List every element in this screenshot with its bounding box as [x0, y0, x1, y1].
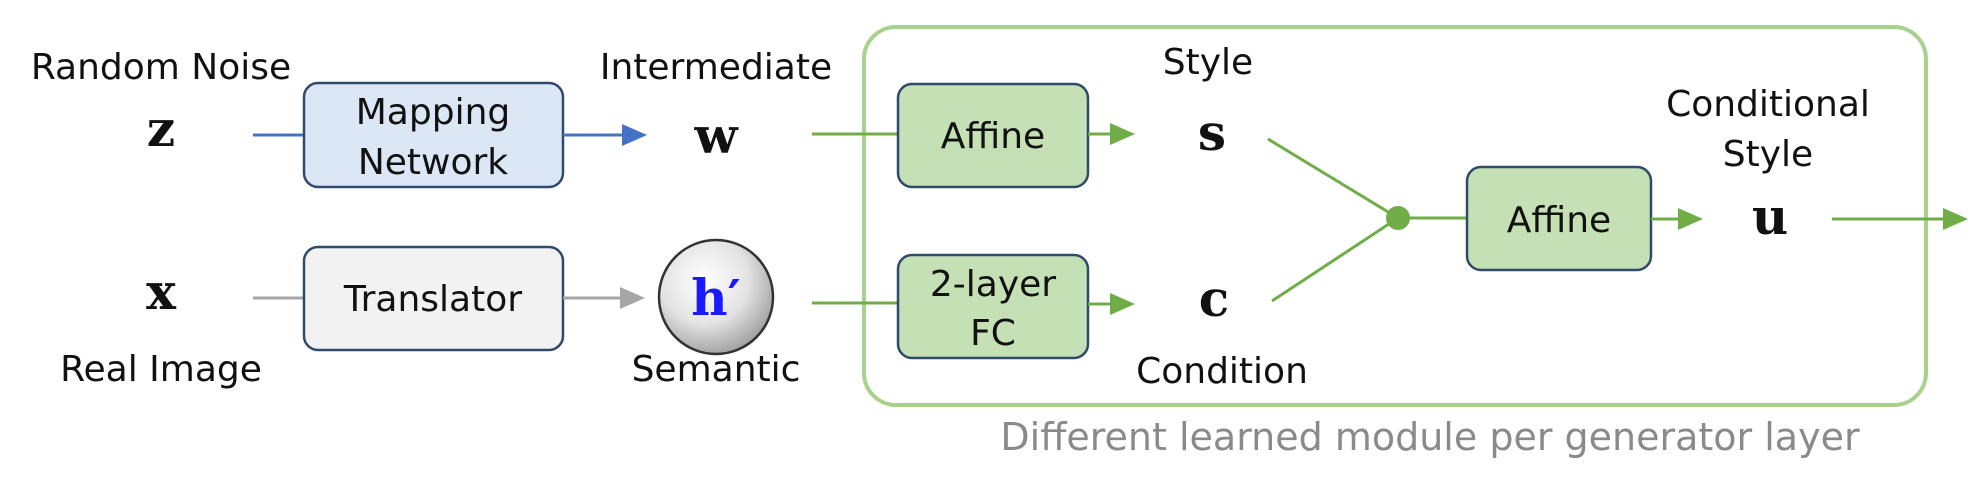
- c-symbol: c: [1199, 269, 1229, 328]
- h-prime-symbol: h′: [691, 268, 741, 327]
- mapping-network-label-line1: Mapping: [356, 92, 511, 133]
- condition-label: Condition: [1136, 351, 1308, 392]
- two-layer-fc-box: [896, 253, 1090, 360]
- module-caption: Different learned module per generator l…: [1000, 415, 1860, 459]
- conditional-style-label-line1: Conditional: [1666, 84, 1870, 125]
- affine-to-u-arrowhead: [1678, 208, 1703, 230]
- u-symbol: u: [1752, 187, 1788, 246]
- affine-style-label: Affine: [941, 116, 1045, 157]
- real-image-label: Real Image: [60, 349, 262, 390]
- random-noise-label: Random Noise: [31, 47, 291, 88]
- translator-to-h-arrowhead: [620, 287, 645, 309]
- mapping-network-label-line2: Network: [358, 142, 508, 183]
- fc-to-c-arrowhead: [1110, 293, 1135, 315]
- two-layer-fc-label-line1: 2-layer: [930, 264, 1056, 305]
- s-symbol: s: [1198, 103, 1226, 162]
- u-to-output-arrowhead: [1943, 208, 1968, 230]
- z-symbol: z: [147, 99, 175, 158]
- mapping-to-w-arrowhead: [622, 124, 647, 146]
- style-label: Style: [1163, 42, 1253, 83]
- translator-label: Translator: [343, 279, 522, 320]
- affine-to-s-arrowhead: [1110, 123, 1135, 145]
- semantic-node: [657, 238, 775, 356]
- two-layer-fc-label-line2: FC: [970, 313, 1016, 354]
- s-to-merge-line: [1267, 137, 1399, 220]
- affine-conditional-label: Affine: [1507, 200, 1611, 241]
- w-symbol: w: [693, 106, 739, 165]
- c-to-merge-line: [1271, 216, 1399, 303]
- x-symbol: x: [146, 262, 177, 321]
- conditional-style-label-line2: Style: [1723, 134, 1813, 175]
- semantic-label: Semantic: [632, 349, 801, 390]
- module-container: [862, 25, 1928, 407]
- intermediate-label: Intermediate: [600, 47, 832, 88]
